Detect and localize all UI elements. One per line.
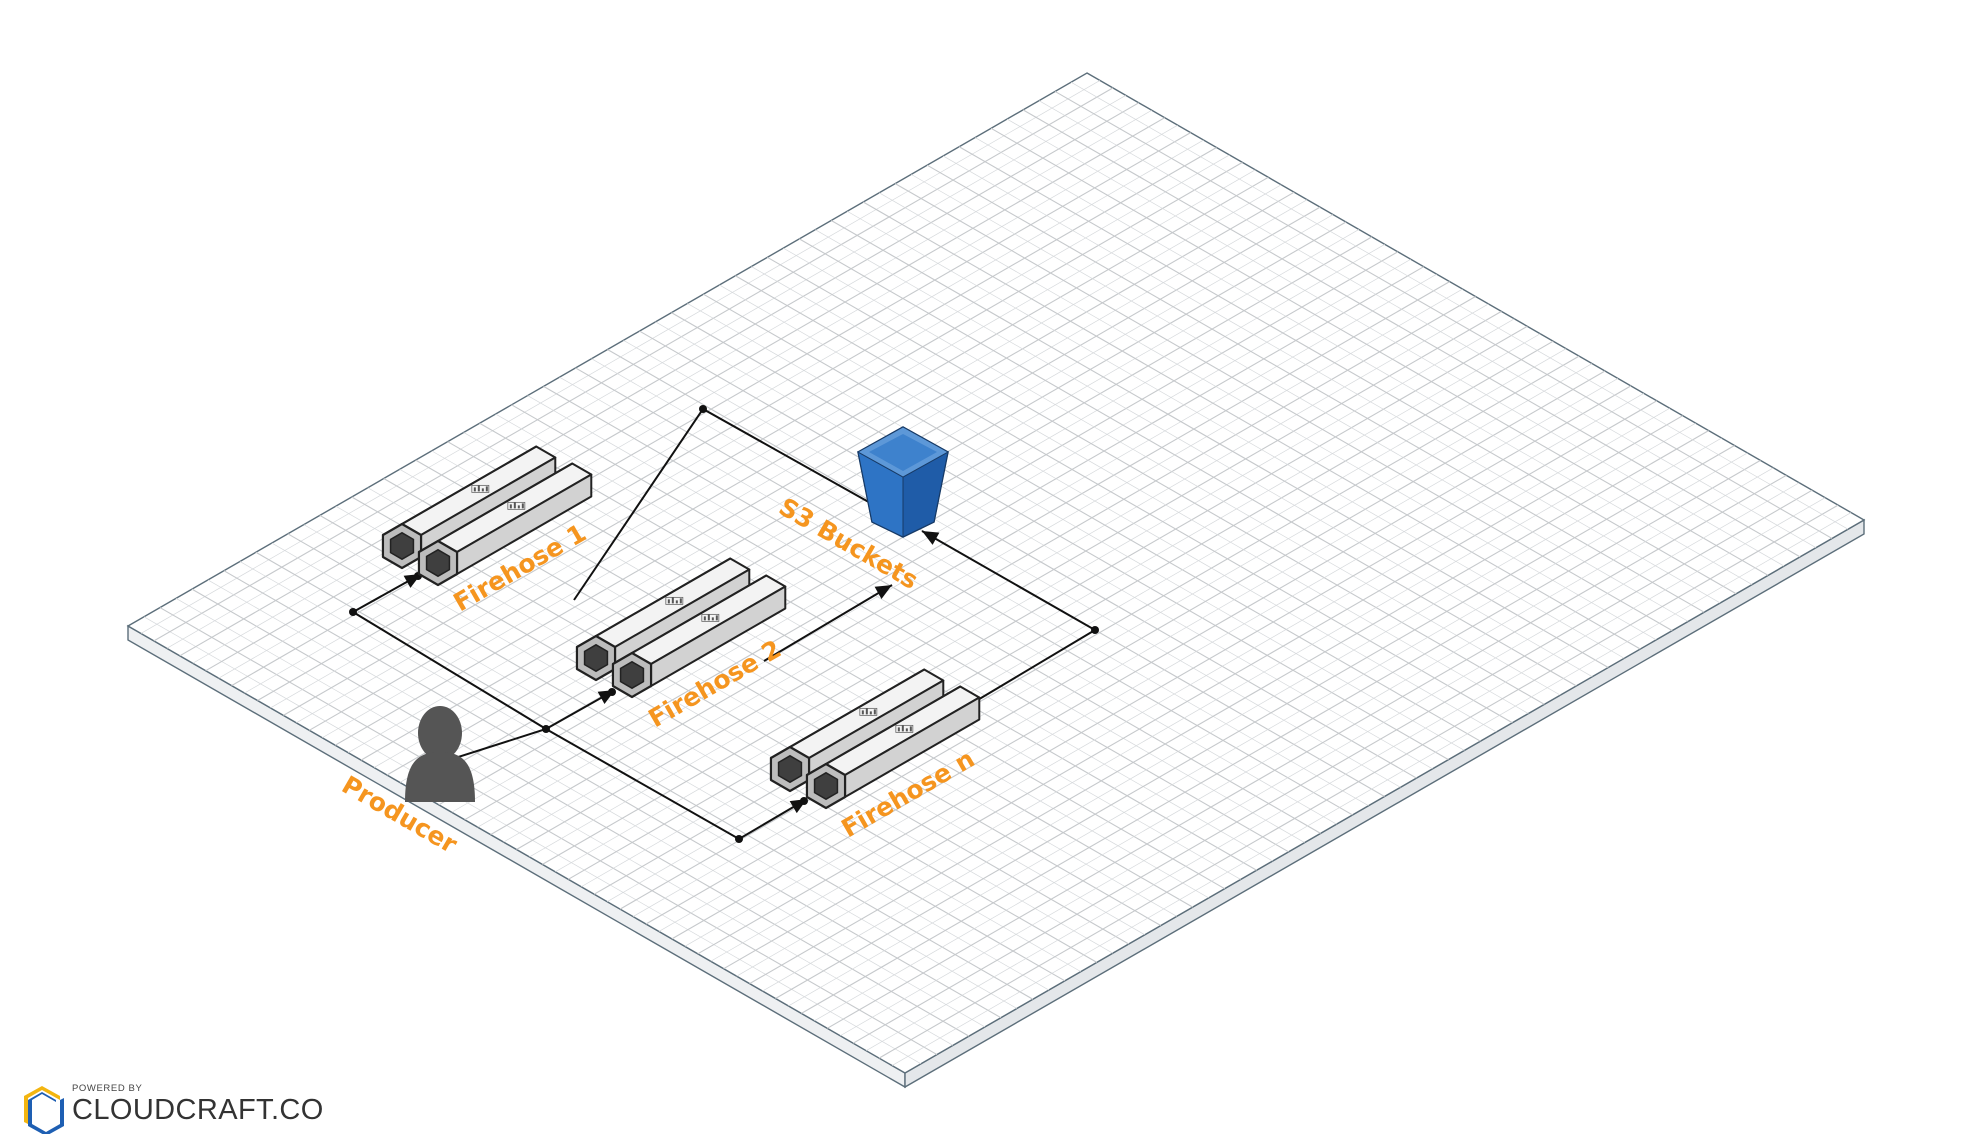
connector-arrowhead: [789, 799, 807, 814]
grid-line: [891, 512, 1852, 1066]
grid-line: [827, 474, 1787, 1029]
cylinder-end-inner: [813, 771, 839, 801]
user-head: [418, 706, 462, 760]
grid-line: [865, 497, 1826, 1051]
firehose-bars-icon: [665, 596, 684, 605]
connector-junction: [542, 725, 550, 733]
firehose-bars-icon: [701, 613, 720, 622]
grid-line: [990, 127, 1769, 576]
grid-line: [1038, 100, 1817, 548]
connector-line: [763, 584, 893, 662]
grid-line: [958, 146, 1737, 595]
producer-node[interactable]: [405, 706, 475, 802]
firehose-bars-icon: [859, 707, 878, 716]
connector-junction: [349, 608, 357, 616]
connector-junction: [735, 835, 743, 843]
cloudcraft-logo-icon: [24, 1086, 64, 1134]
brand-name: CLOUDCRAFT.CO: [72, 1094, 324, 1126]
connector-line: [351, 573, 549, 767]
firehose-n-node[interactable]: [769, 668, 981, 810]
connector-junction: [1091, 626, 1099, 634]
grid-line: [1006, 118, 1785, 567]
cloudcraft-branding[interactable]: POWERED BY CLOUDCRAFT.CO: [22, 1078, 323, 1138]
s3-buckets-node[interactable]: [856, 426, 950, 538]
grid-line: [852, 489, 1813, 1044]
firehose-bars-icon: [507, 501, 526, 510]
cylinder-end-inner: [425, 548, 451, 578]
powered-by-text: POWERED BY: [72, 1083, 143, 1094]
connector-junction: [699, 405, 707, 413]
grid-line: [1070, 81, 1849, 530]
connector-arrowhead: [403, 574, 421, 588]
connector-arrowhead: [922, 531, 940, 545]
user-body: [405, 752, 475, 802]
cylinder-end-inner: [583, 643, 609, 673]
grid-line: [878, 504, 1839, 1059]
cylinder-end-inner: [619, 660, 645, 690]
grid-line: [840, 482, 1800, 1037]
isometric-grid-floor: [126, 72, 1866, 1089]
connector-arrowhead: [597, 690, 615, 704]
connector-arrowhead: [874, 585, 892, 599]
grid-line: [801, 459, 1761, 1014]
grid-line: [974, 137, 1753, 585]
grid-line: [814, 467, 1774, 1022]
grid-line: [1054, 90, 1833, 539]
grid-line: [775, 445, 1735, 999]
grid-line: [788, 452, 1748, 1007]
grid-line: [942, 155, 1721, 604]
firehose-2-node[interactable]: [575, 557, 787, 699]
cylinder-end-inner: [389, 531, 415, 561]
firehose-bars-icon: [471, 484, 490, 493]
cylinder-end-inner: [777, 754, 803, 784]
firehose-bars-icon: [895, 724, 914, 733]
s3-bucket-opening: [869, 434, 937, 471]
grid-line: [1022, 109, 1801, 558]
firehose-1-node[interactable]: [381, 445, 593, 587]
